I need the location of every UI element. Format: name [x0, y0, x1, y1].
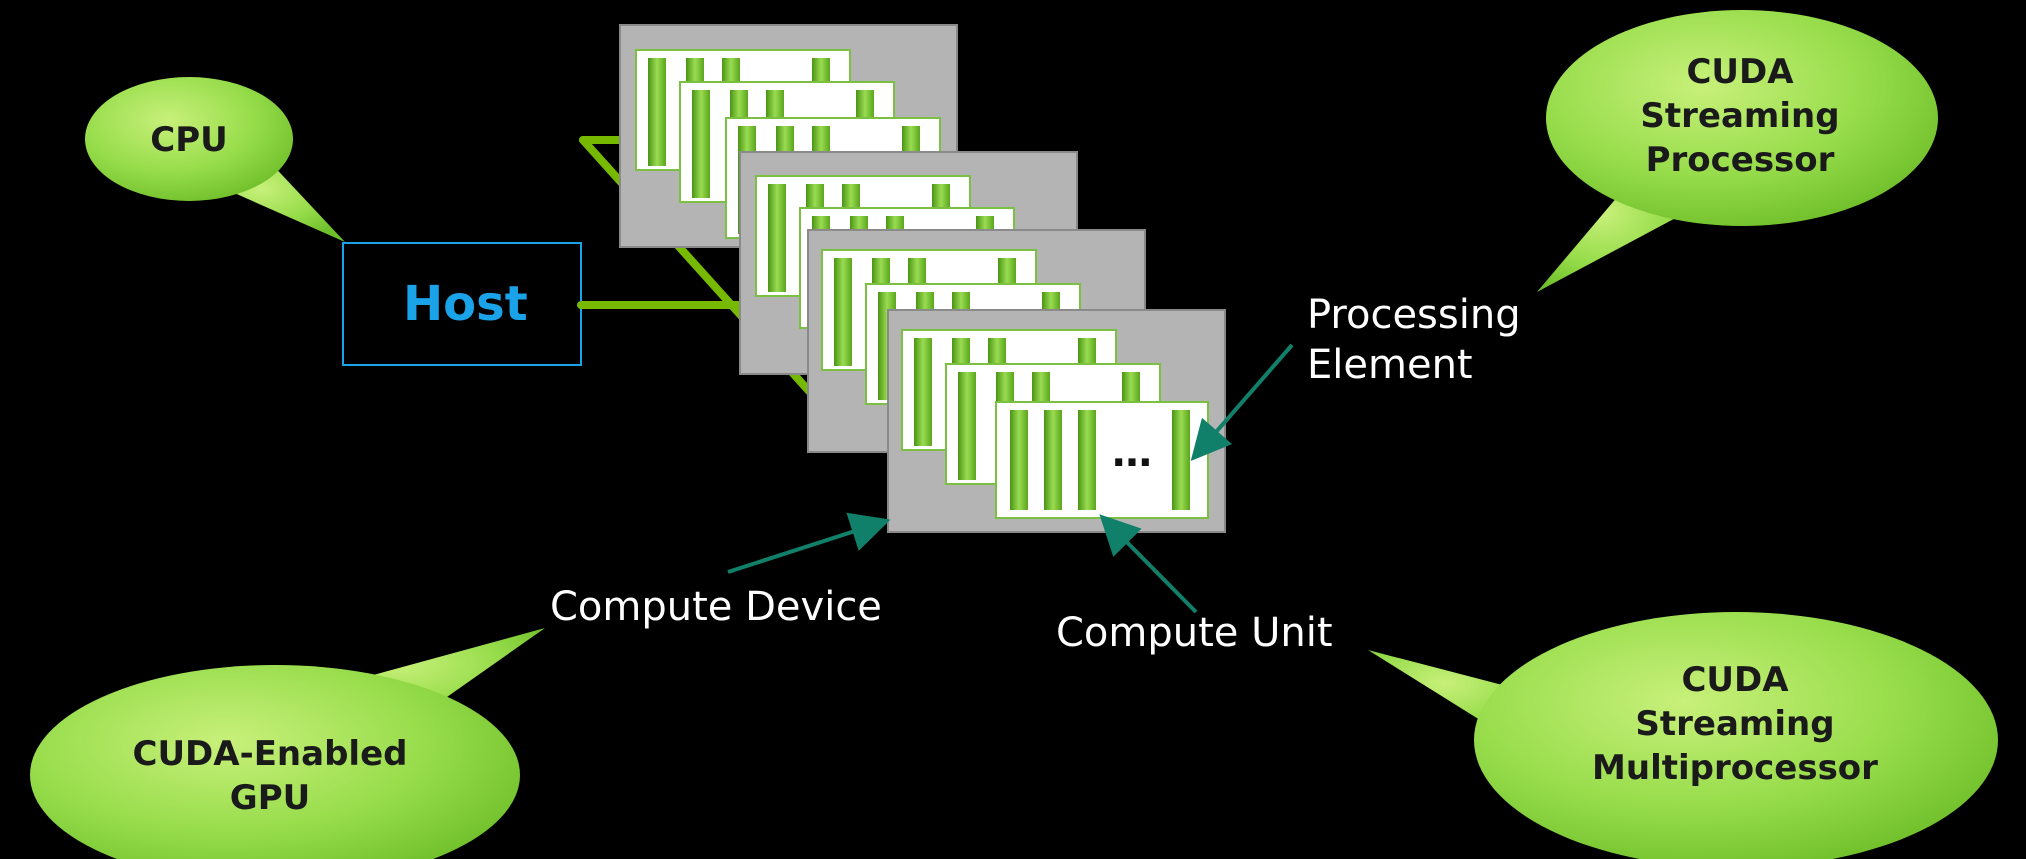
ellipsis-glyph: … — [1112, 430, 1152, 476]
processing-element-bar — [1172, 410, 1190, 510]
pointer-arrows — [727, 343, 1294, 614]
streaming-processor-text: CUDA Streaming Processor — [1590, 50, 1890, 182]
sp-line-2: Streaming — [1640, 96, 1840, 136]
sp-line-1: CUDA — [1686, 52, 1794, 92]
processing-element-label: Processing Element — [1307, 290, 1521, 390]
cpu-bubble — [85, 77, 345, 242]
compute-device-label: Compute Device — [550, 584, 882, 630]
sm-line-2: Streaming — [1635, 704, 1835, 744]
cpu-label: CPU — [150, 120, 228, 160]
gpu-line-2: GPU — [229, 778, 311, 818]
processing-element-line-2: Element — [1307, 342, 1473, 388]
processing-element-line-1: Processing — [1307, 292, 1521, 338]
cuda-gpu-text: CUDA-Enabled GPU — [90, 732, 450, 820]
sp-line-3: Processor — [1645, 140, 1835, 180]
sm-line-1: CUDA — [1681, 660, 1789, 700]
streaming-processor-bubble — [1537, 10, 1938, 292]
gpu-line-1: CUDA-Enabled — [132, 734, 408, 774]
streaming-multiprocessor-bubble — [1368, 612, 1998, 859]
streaming-multiprocessor-text: CUDA Streaming Multiprocessor — [1560, 658, 1910, 790]
cuda-gpu-bubble — [30, 628, 545, 859]
compute-unit-label: Compute Unit — [1056, 610, 1333, 656]
host-label: Host — [403, 276, 528, 332]
host-box — [342, 242, 582, 366]
sm-line-3: Multiprocessor — [1592, 748, 1878, 788]
compute-unit — [995, 401, 1209, 519]
cpu-bubble-text: CPU — [135, 118, 243, 162]
